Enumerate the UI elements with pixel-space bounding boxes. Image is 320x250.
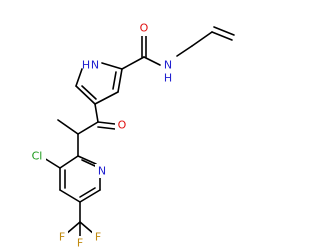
pyrrole-nitrogen-label: N [91, 59, 99, 72]
fluorine-left-label: F [59, 231, 65, 244]
bond-pyrrole-ketone [94, 103, 99, 123]
bond-ketone-c-o [97, 121, 116, 125]
bond-ketone-ch [77, 121, 99, 135]
bond-amide-c-pyrrole [121, 56, 145, 70]
bond-cf3-f-right [79, 221, 95, 235]
bond-vinyl-double [213, 26, 235, 36]
molecule-structure: O N H H N O Cl N F F F [28, 20, 235, 250]
bond-pyr-c6-c5-double [79, 187, 96, 198]
bonds [43, 26, 235, 237]
bond-pyrrole-c5-c4-double [81, 85, 97, 100]
bond-pyr-c2-n-double [81, 159, 96, 167]
chlorine-label: Cl [32, 150, 43, 163]
bond-vinyl [211, 31, 233, 41]
bond-pyr-c6-c5 [79, 189, 101, 203]
bond-ketone-c-o-double [97, 126, 116, 130]
bond-pyrrole-c4-c3 [94, 91, 119, 105]
fluorine-bottom-label: F [77, 237, 83, 250]
bond-cf3-f-left [65, 221, 81, 235]
pyridine-nitrogen-label: N [98, 165, 106, 178]
bond-ch-methyl [57, 119, 79, 135]
atom-labels: O N H H N O Cl N F F F [28, 20, 175, 250]
bond-pyrrole-c3-c2-double [112, 71, 117, 90]
bond-pyr-c3-c2 [59, 155, 79, 169]
amide-nitrogen-label: N [164, 59, 172, 72]
bond-pyrrole-n1-c5 [75, 68, 83, 87]
bond-pyr-c2-n [77, 155, 97, 165]
pyrrole-hydrogen-label: H [82, 59, 90, 72]
bond-pyr-c5-c4 [59, 189, 81, 203]
bond-pyrrole-c5-c4 [75, 85, 96, 105]
bond-amide-c-n [143, 56, 161, 66]
amide-hydrogen-label: H [164, 72, 172, 85]
bond-c-cl [43, 157, 61, 169]
bond-pyrrole-c2-n1 [101, 62, 123, 70]
bond-pyrrole-c3-c2 [117, 68, 123, 93]
bond-n-ch2 [176, 45, 193, 57]
fluorine-right-label: F [95, 231, 101, 244]
amide-oxygen-label: O [140, 22, 149, 35]
ketone-oxygen-label: O [118, 119, 127, 132]
bond-ch2-ch [191, 31, 213, 47]
